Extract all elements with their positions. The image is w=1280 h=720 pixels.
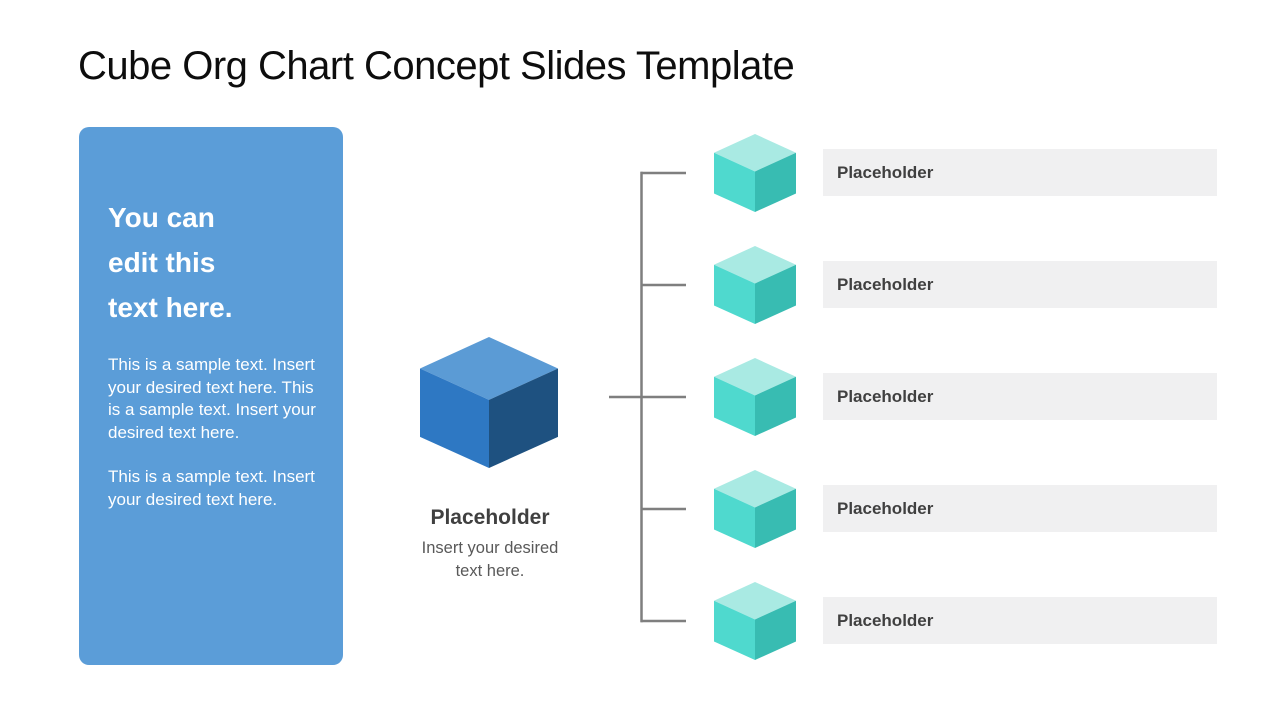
text-panel-paragraph-1: This is a sample text. Insert your desir… bbox=[108, 355, 316, 442]
branch-cube-3-right-face bbox=[755, 376, 796, 436]
center-node-labels: Placeholder Insert your desired text her… bbox=[395, 506, 585, 583]
branch-placeholder-bar-2: Placeholder bbox=[823, 261, 1217, 308]
text-panel-paragraph-2: This is a sample text. Insert your desir… bbox=[108, 467, 315, 509]
branch-placeholder-bar-3: Placeholder bbox=[823, 373, 1217, 420]
branch-label-4: Placeholder bbox=[837, 499, 934, 518]
slide-title: Cube Org Chart Concept Slides Template bbox=[78, 44, 795, 88]
branch-cube-2-right-face bbox=[755, 264, 796, 324]
branch-cube-5-right-face bbox=[755, 600, 796, 660]
branch-label-3: Placeholder bbox=[837, 387, 934, 406]
branch-cube-icon-1 bbox=[714, 134, 796, 212]
branch-cube-icon-3 bbox=[714, 358, 796, 436]
center-cube-top-face bbox=[420, 337, 558, 400]
text-panel-heading: You can edit this text here. bbox=[108, 202, 233, 323]
branch-cube-1-right-face bbox=[755, 152, 796, 212]
center-node-sublabel: Insert your desired text here. bbox=[421, 539, 559, 580]
branch-label-1: Placeholder bbox=[837, 163, 934, 182]
branch-placeholder-bar-4: Placeholder bbox=[823, 485, 1217, 532]
branch-cube-1-left-face bbox=[714, 152, 755, 212]
branch-cube-1-top-face bbox=[714, 134, 796, 172]
branch-placeholder-bar-1: Placeholder bbox=[823, 149, 1217, 196]
center-node-label: Placeholder bbox=[430, 506, 550, 529]
center-cube-icon bbox=[420, 337, 558, 468]
branch-cube-3-left-face bbox=[714, 376, 755, 436]
text-panel: You can edit this text here. This is a s… bbox=[79, 127, 343, 665]
branch-cube-icon-5 bbox=[714, 582, 796, 660]
branch-cube-2-left-face bbox=[714, 264, 755, 324]
branch-cube-4-left-face bbox=[714, 488, 755, 548]
center-cube-right-face bbox=[489, 368, 558, 468]
branch-cube-icon-4 bbox=[714, 470, 796, 548]
branch-label-2: Placeholder bbox=[837, 275, 934, 294]
center-cube-left-face bbox=[420, 368, 489, 468]
branch-placeholder-bar-5: Placeholder bbox=[823, 597, 1217, 644]
branch-cube-4-right-face bbox=[755, 488, 796, 548]
branch-cube-icon-2 bbox=[714, 246, 796, 324]
branch-cube-5-left-face bbox=[714, 600, 755, 660]
branch-label-5: Placeholder bbox=[837, 611, 934, 630]
branch-cube-2-top-face bbox=[714, 246, 796, 284]
